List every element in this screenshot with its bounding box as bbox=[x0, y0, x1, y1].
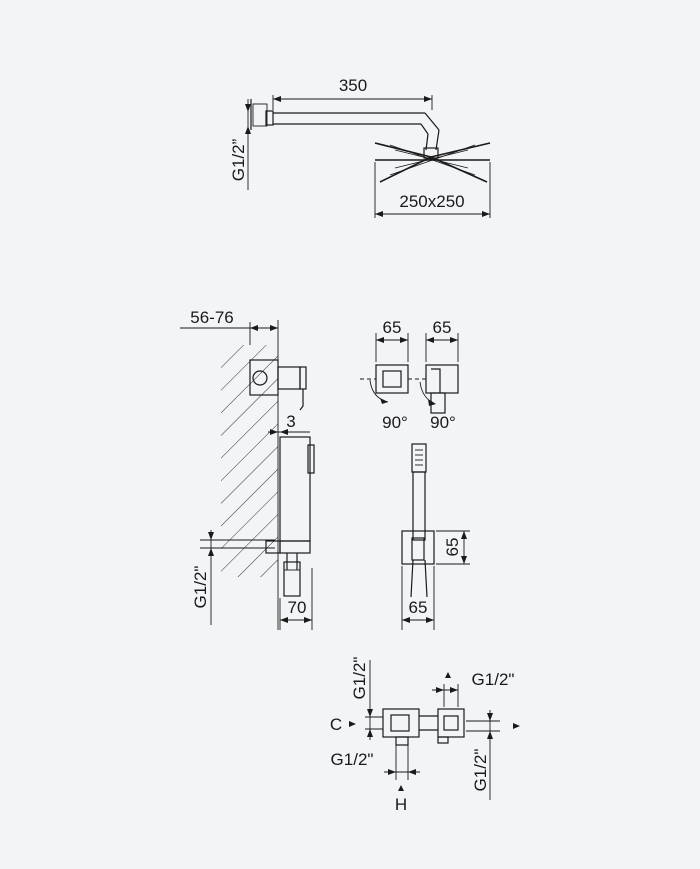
wall-depth-label: 56-76 bbox=[190, 308, 233, 327]
valve-thread-right-label: G1/2" bbox=[471, 749, 490, 792]
shower-head-drawing: 350 G1/2” 250x250 bbox=[229, 76, 491, 218]
mixer-handle-right bbox=[408, 364, 459, 414]
side-view-drawing: 56-76 3 G1/2" bbox=[180, 308, 315, 630]
offset-label: 3 bbox=[286, 412, 295, 431]
head-size-label: 250x250 bbox=[399, 192, 464, 211]
front-view-drawing: 65 65 90° 90° 65 65 bbox=[360, 318, 470, 630]
ceiling-wall-stub bbox=[245, 99, 274, 190]
hand-shower-front bbox=[401, 443, 435, 598]
handle-width-right-label: 65 bbox=[433, 318, 452, 337]
handle-width-left-label: 65 bbox=[383, 318, 402, 337]
valve-thread-top-right-label: G1/2" bbox=[472, 670, 515, 689]
arm-length-label: 350 bbox=[339, 76, 367, 95]
holder-height-label: 65 bbox=[443, 538, 462, 557]
shower-head-plate bbox=[374, 142, 491, 183]
ceiling-thread-label: G1/2” bbox=[229, 138, 248, 181]
valve-thread-bottom-label: G1/2" bbox=[331, 750, 374, 769]
mixer-side-body bbox=[249, 359, 307, 411]
label-c: C bbox=[330, 715, 342, 734]
mixer-handle-left bbox=[360, 364, 409, 404]
shower-arm bbox=[273, 112, 440, 159]
valve-body bbox=[382, 708, 465, 746]
valve-thread-top-left-label: G1/2" bbox=[350, 657, 369, 700]
holder-depth-label: 70 bbox=[288, 598, 307, 617]
valve-body-drawing: G1/2" C G1/2" G1/2" H G1/2" bbox=[330, 657, 520, 814]
rotation-right-label: 90° bbox=[430, 413, 456, 432]
hand-shower-side bbox=[265, 436, 315, 597]
holder-width-label: 65 bbox=[409, 598, 428, 617]
rotation-left-label: 90° bbox=[382, 413, 408, 432]
label-h: H bbox=[395, 795, 407, 814]
side-thread-label: G1/2" bbox=[191, 566, 210, 609]
